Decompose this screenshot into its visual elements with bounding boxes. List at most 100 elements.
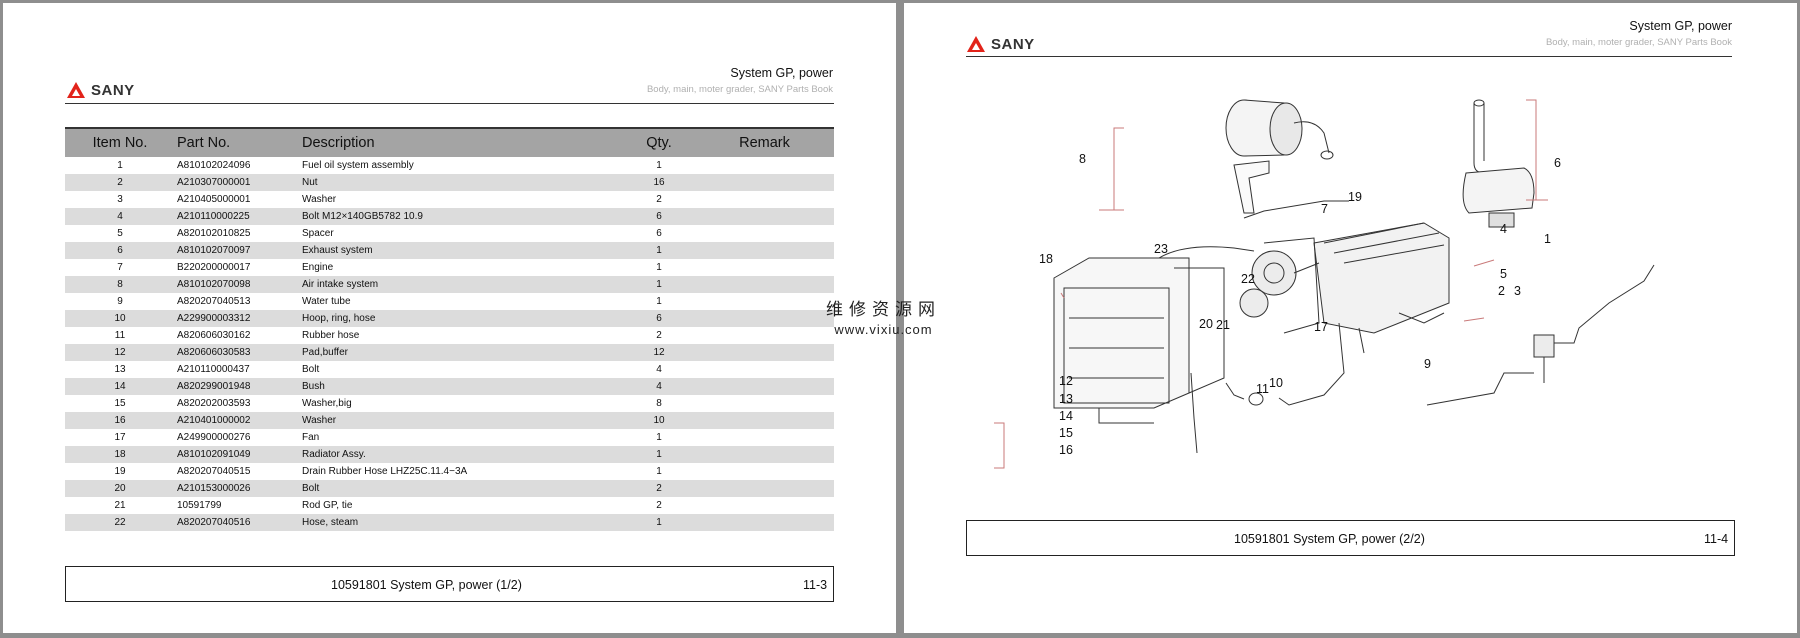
cell-description: Exhaust system (300, 242, 623, 259)
air-cleaner-drawing (1225, 99, 1334, 214)
page-number: 11-4 (1704, 532, 1729, 546)
cell-qty: 10 (623, 412, 695, 429)
cell-description: Pad,buffer (300, 344, 623, 361)
callout-6: 6 (1554, 156, 1561, 170)
cell-description: Radiator Assy. (300, 446, 623, 463)
cell-item-no: 10 (65, 310, 175, 327)
cell-item-no: 21 (114, 500, 126, 511)
cell-qty: 1 (656, 160, 662, 171)
cell-remark (695, 225, 834, 242)
cell-part-no: A820202003593 (177, 398, 251, 409)
cell-description: Drain Rubber Hose LHZ25C.11.4−3A (302, 466, 468, 477)
cell-qty: 6 (656, 228, 662, 239)
engine-drawing (1239, 222, 1450, 354)
footer-caption: 10591801 System GP, power (2/2) (1234, 532, 1425, 546)
cell-item-no: 15 (114, 398, 126, 409)
cell-description: Bolt M12×140GB5782 10.9 (300, 208, 623, 225)
cell-remark (695, 310, 834, 327)
fuel-filter-drawing (1426, 264, 1655, 406)
cell-item-no: 5 (117, 228, 123, 239)
document-page-1: SANY System GP, power Body, main, moter … (3, 3, 896, 633)
table-header-row: Item No. Part No. Description Qty. Remar… (65, 127, 834, 157)
cell-remark (695, 480, 834, 497)
page-subtitle: Body, main, moter grader, SANY Parts Boo… (646, 84, 833, 95)
cell-description: Washer (300, 412, 623, 429)
cell-description: Washer,big (302, 398, 352, 409)
cell-remark (695, 327, 834, 344)
cell-qty: 4 (656, 364, 662, 375)
table-row: 1 A810102024096 Fuel oil system assembly 1 (65, 157, 834, 174)
cell-part-no: A820102010825 (177, 228, 251, 239)
cell-item-no: 1 (117, 160, 123, 171)
water-tube-9 (1278, 322, 1345, 406)
cell-description: Fuel oil system assembly (302, 160, 414, 171)
radiator-drawing (1053, 257, 1225, 424)
cell-qty: 2 (623, 480, 695, 497)
cell-qty: 4 (623, 378, 695, 395)
cell-qty: 1 (623, 446, 695, 463)
hose-19 (1243, 200, 1349, 219)
cell-description: Hoop, ring, hose (300, 310, 623, 327)
cell-item-no: 22 (65, 514, 175, 531)
cell-qty: 12 (623, 344, 695, 361)
callout-19: 19 (1348, 190, 1362, 204)
cell-item-no: 19 (114, 466, 126, 477)
cell-remark (695, 412, 834, 429)
cell-item-no: 3 (117, 194, 123, 205)
sany-logo-icon (67, 82, 85, 98)
cell-remark (695, 208, 834, 225)
cell-description: Nut (300, 174, 623, 191)
cell-part-no: A820207040513 (177, 296, 251, 307)
callout-16: 16 (1059, 443, 1073, 457)
cell-remark (695, 259, 834, 276)
cell-part-no: A820606030583 (175, 344, 300, 361)
callout-9: 9 (1424, 357, 1431, 371)
sany-logo-icon (967, 36, 985, 52)
cell-remark (695, 293, 834, 310)
sany-logo: SANY (66, 81, 135, 99)
page-subtitle: Body, main, moter grader, SANY Parts Boo… (1545, 37, 1732, 48)
cell-part-no: A249900000276 (177, 432, 251, 443)
document-page-2: SANY System GP, power Body, main, moter … (904, 3, 1797, 633)
cell-part-no: A210153000026 (175, 480, 300, 497)
cell-part-no: A210401000002 (175, 412, 300, 429)
cell-part-no: A810102024096 (177, 160, 251, 171)
col-item-no: Item No. (65, 127, 175, 157)
cell-qty: 1 (656, 466, 662, 477)
cell-item-no: 2 (65, 174, 175, 191)
tie-rod-20 (1190, 372, 1198, 454)
watermark: 维修资源网 www.vixiu.com (826, 295, 941, 337)
cell-remark (695, 276, 834, 293)
callout-5: 5 (1500, 267, 1507, 281)
cell-part-no: A810102070097 (175, 242, 300, 259)
cell-item-no: 11 (114, 330, 126, 341)
callout-17: 17 (1314, 320, 1328, 334)
cell-description: Air intake system (300, 276, 623, 293)
callout-15: 15 (1059, 426, 1073, 440)
footer-caption: 10591801 System GP, power (1/2) (331, 578, 522, 592)
cell-description: Fan (302, 432, 320, 443)
footer-box (966, 520, 1735, 556)
cell-qty: 1 (623, 514, 695, 531)
cell-remark (695, 395, 834, 412)
callout-7: 7 (1321, 202, 1328, 216)
col-qty: Qty. (623, 127, 695, 157)
cell-item-no: 4 (65, 208, 175, 225)
callout-1: 1 (1544, 232, 1551, 246)
cell-part-no: A820606030162 (177, 330, 251, 341)
callout-20: 20 (1199, 317, 1213, 331)
cell-part-no: A210307000001 (175, 174, 300, 191)
brand-name: SANY (991, 35, 1035, 53)
cell-remark (695, 514, 834, 531)
cell-part-no: A210110000225 (175, 208, 300, 225)
